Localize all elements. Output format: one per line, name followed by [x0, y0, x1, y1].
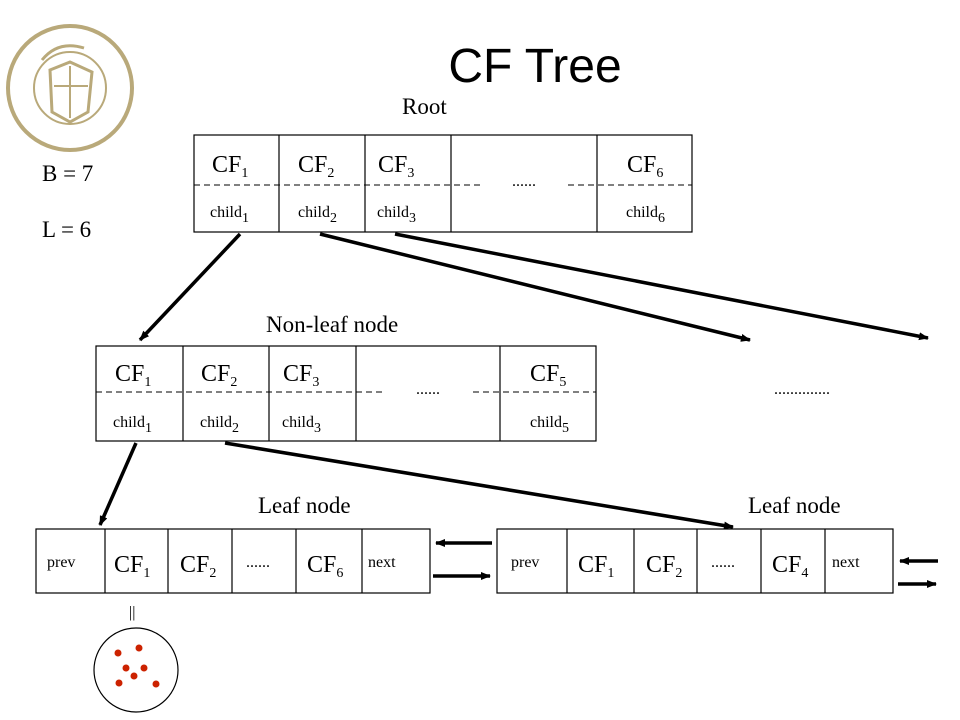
nonleaf-ellipsis: ......	[416, 381, 440, 398]
nonleaf-child-5: child5	[530, 414, 569, 436]
leaf1-cf-6: CF6	[307, 552, 343, 581]
equals-mark: ||	[129, 604, 135, 621]
nonleaf-cf-2: CF2	[201, 361, 237, 390]
leaf2-cf-4: CF4	[772, 552, 808, 581]
nonleaf-child1-arrow	[98, 442, 138, 526]
root-child2-arrow	[319, 232, 751, 342]
root-node: ...... CF1 CF2 CF3 CF6 child1 child2 chi…	[193, 134, 693, 233]
data-point	[115, 679, 123, 687]
leaf2-prev-pointer: prev	[511, 554, 539, 571]
root-cf-6: CF6	[627, 152, 663, 181]
branching-factor-label: B = 7	[42, 161, 93, 186]
leaf1-cf-1: CF1	[114, 552, 150, 581]
nonleaf-child-1: child1	[113, 414, 152, 436]
root-child3-arrow	[394, 232, 929, 341]
leaf1-label: Leaf node	[258, 493, 351, 518]
nonleaf-label: Non-leaf node	[266, 312, 398, 337]
root-child-2: child2	[298, 204, 337, 226]
nonleaf-child-3: child3	[282, 414, 321, 436]
university-seal-logo	[6, 24, 134, 152]
nonleaf-cf-3: CF3	[283, 361, 319, 390]
more-nodes-ellipsis: ..............	[774, 381, 830, 398]
root-cf-3: CF3	[378, 152, 414, 181]
leaf2-cf-2: CF2	[646, 552, 682, 581]
cluster-circle	[93, 627, 179, 713]
leaf-node-2: prev next ...... CF1 CF2 CF4	[496, 528, 894, 594]
leaf2-next-pointer: next	[832, 554, 860, 571]
data-point	[122, 664, 130, 672]
leaf1-cf-2: CF2	[180, 552, 216, 581]
root-child-6: child6	[626, 204, 665, 226]
nonleaf-child-2: child2	[200, 414, 239, 436]
root-child-1: child1	[210, 204, 249, 226]
root-label: Root	[402, 94, 447, 119]
root-child-3: child3	[377, 204, 416, 226]
root-cf-1: CF1	[212, 152, 248, 181]
leaf2-label: Leaf node	[748, 493, 841, 518]
leaf2-cf-1: CF1	[578, 552, 614, 581]
data-point	[114, 649, 122, 657]
root-cf-2: CF2	[298, 152, 334, 181]
leaf-capacity-label: L = 6	[42, 217, 91, 242]
data-points-cluster	[93, 627, 179, 713]
data-point	[152, 680, 160, 688]
nonleaf-node: ...... CF1 CF2 CF3 CF5 child1 child2 chi…	[95, 345, 597, 442]
data-point	[130, 672, 138, 680]
root-child1-arrow	[138, 232, 242, 342]
leaf2-ellipsis: ......	[711, 554, 735, 571]
data-point	[135, 644, 143, 652]
nonleaf-cf-1: CF1	[115, 361, 151, 390]
leaf1-next-pointer: next	[368, 554, 396, 571]
data-point	[140, 664, 148, 672]
leaf1-prev-pointer: prev	[47, 554, 75, 571]
page-title: CF Tree	[448, 40, 621, 93]
root-ellipsis: ......	[512, 173, 536, 190]
nonleaf-cf-5: CF5	[530, 361, 566, 390]
leaf1-ellipsis: ......	[246, 554, 270, 571]
nonleaf-child2-arrow	[224, 441, 734, 530]
leaf-node-1: prev next ...... CF1 CF2 CF6	[35, 528, 431, 594]
